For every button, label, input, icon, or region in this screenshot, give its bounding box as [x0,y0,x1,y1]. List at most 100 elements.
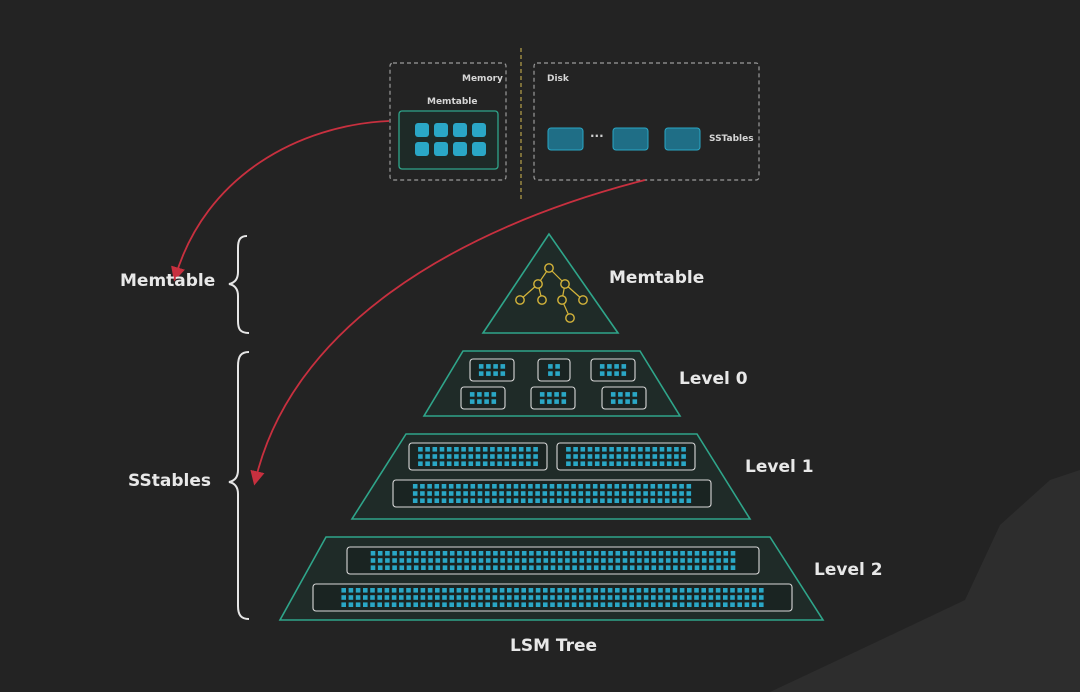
sstable-cell [478,364,484,369]
sstable-cell [471,565,477,570]
sstable-cell [636,484,641,489]
sstable-cell [681,461,686,466]
sstable-cell [608,565,613,570]
sstable-cell [609,461,614,466]
sstable-cell [665,595,670,600]
sstable-cell [599,371,605,376]
sstable-cell [549,491,555,496]
sstable-cell [579,565,585,570]
sstable-cell [665,558,671,563]
sstable-cell [572,558,577,563]
memtable-bracket-label: Memtable [120,271,216,291]
sstable-cell [672,602,678,607]
sstable-cell [550,595,555,600]
sstable-cell [463,498,468,503]
pyramid-memtable-label: Memtable [609,268,705,288]
sstable-cell [528,588,534,593]
sstable-cell [673,558,678,563]
sstable-cell [484,392,489,397]
sstable-cell [659,461,665,466]
sstable-cell [651,565,657,570]
sstable-cell [442,588,447,593]
sstable-cell [421,565,426,570]
sstable-cell [413,565,419,570]
sstable-cell [594,447,600,452]
sstable-cell [535,498,540,503]
sstable-cell [491,392,497,397]
sstable-cell [493,565,498,570]
sstable-cell [454,447,459,452]
level-2-blocks [312,546,793,612]
sstable-cell [672,595,678,600]
sstable-cell [499,484,504,489]
sstable-cell [701,588,706,593]
tree-node [560,279,570,289]
sstable-cell [442,595,447,600]
sstable-cell [492,484,497,489]
sstable-cell [355,602,361,607]
sstable-cell [391,602,397,607]
sstable-cell [615,565,621,570]
sstable-cell [507,551,513,556]
sstable-cell [555,371,560,376]
sstable-cell [679,484,684,489]
sstable-cell [550,588,555,593]
sstable-cell [493,364,498,369]
sstable-cell [370,558,376,563]
memtable-cell [434,142,448,156]
sstable-cell [632,399,638,404]
sstable-cell [638,461,643,466]
sstable-cell [420,498,425,503]
sstable-cell [579,602,584,607]
sstable-cell [580,461,586,466]
sstable-cell [377,558,383,563]
sstable-cell [449,588,454,593]
sstable-cell [485,558,491,563]
sstable-cell [737,588,742,593]
sstable-cell [484,498,490,503]
sstable-cell [616,461,622,466]
sstable-cell [432,461,438,466]
sstable-cell [384,588,390,593]
sstable-cell [716,551,721,556]
sstable-cell [528,595,534,600]
sstable-cell [497,447,502,452]
sstable-cell [500,364,506,369]
sstable-cell [636,602,642,607]
sstable-cell [514,588,519,593]
sstable-cell [601,565,606,570]
background-wedge [770,470,1080,692]
sstable-cell [548,364,553,369]
sstable-cell [687,551,693,556]
sstable-cell [543,588,548,593]
sstable-cell [554,392,559,397]
sstable-cell [392,565,397,570]
sstable-cell [439,461,445,466]
sstable-cell [370,551,376,556]
sstable-cell [614,371,619,376]
sstable-cell [478,595,483,600]
sstable-cell [579,551,585,556]
sstable-cell [470,484,476,489]
sstable-cell [391,588,397,593]
sstable-cell [623,454,629,459]
sstable-cell [658,602,663,607]
sstable-cell [629,558,635,563]
sstable-cell [658,558,664,563]
sstable-cell [425,447,430,452]
sstable-cell [456,595,462,600]
sstable-cell [413,558,419,563]
sstable-cell [439,454,445,459]
sstable-cell [442,602,447,607]
sstable-cell [723,551,729,556]
sstable-cell [723,602,728,607]
sstable-cell [418,461,423,466]
sstable-cell [659,454,665,459]
sstable-cell [592,498,598,503]
pyramid-memtable-triangle [481,232,620,334]
sstable-cell [385,565,390,570]
sstable-cell [658,588,663,593]
sstable-cell [557,602,562,607]
sstable-cell [485,551,491,556]
sstable-cell [435,595,440,600]
